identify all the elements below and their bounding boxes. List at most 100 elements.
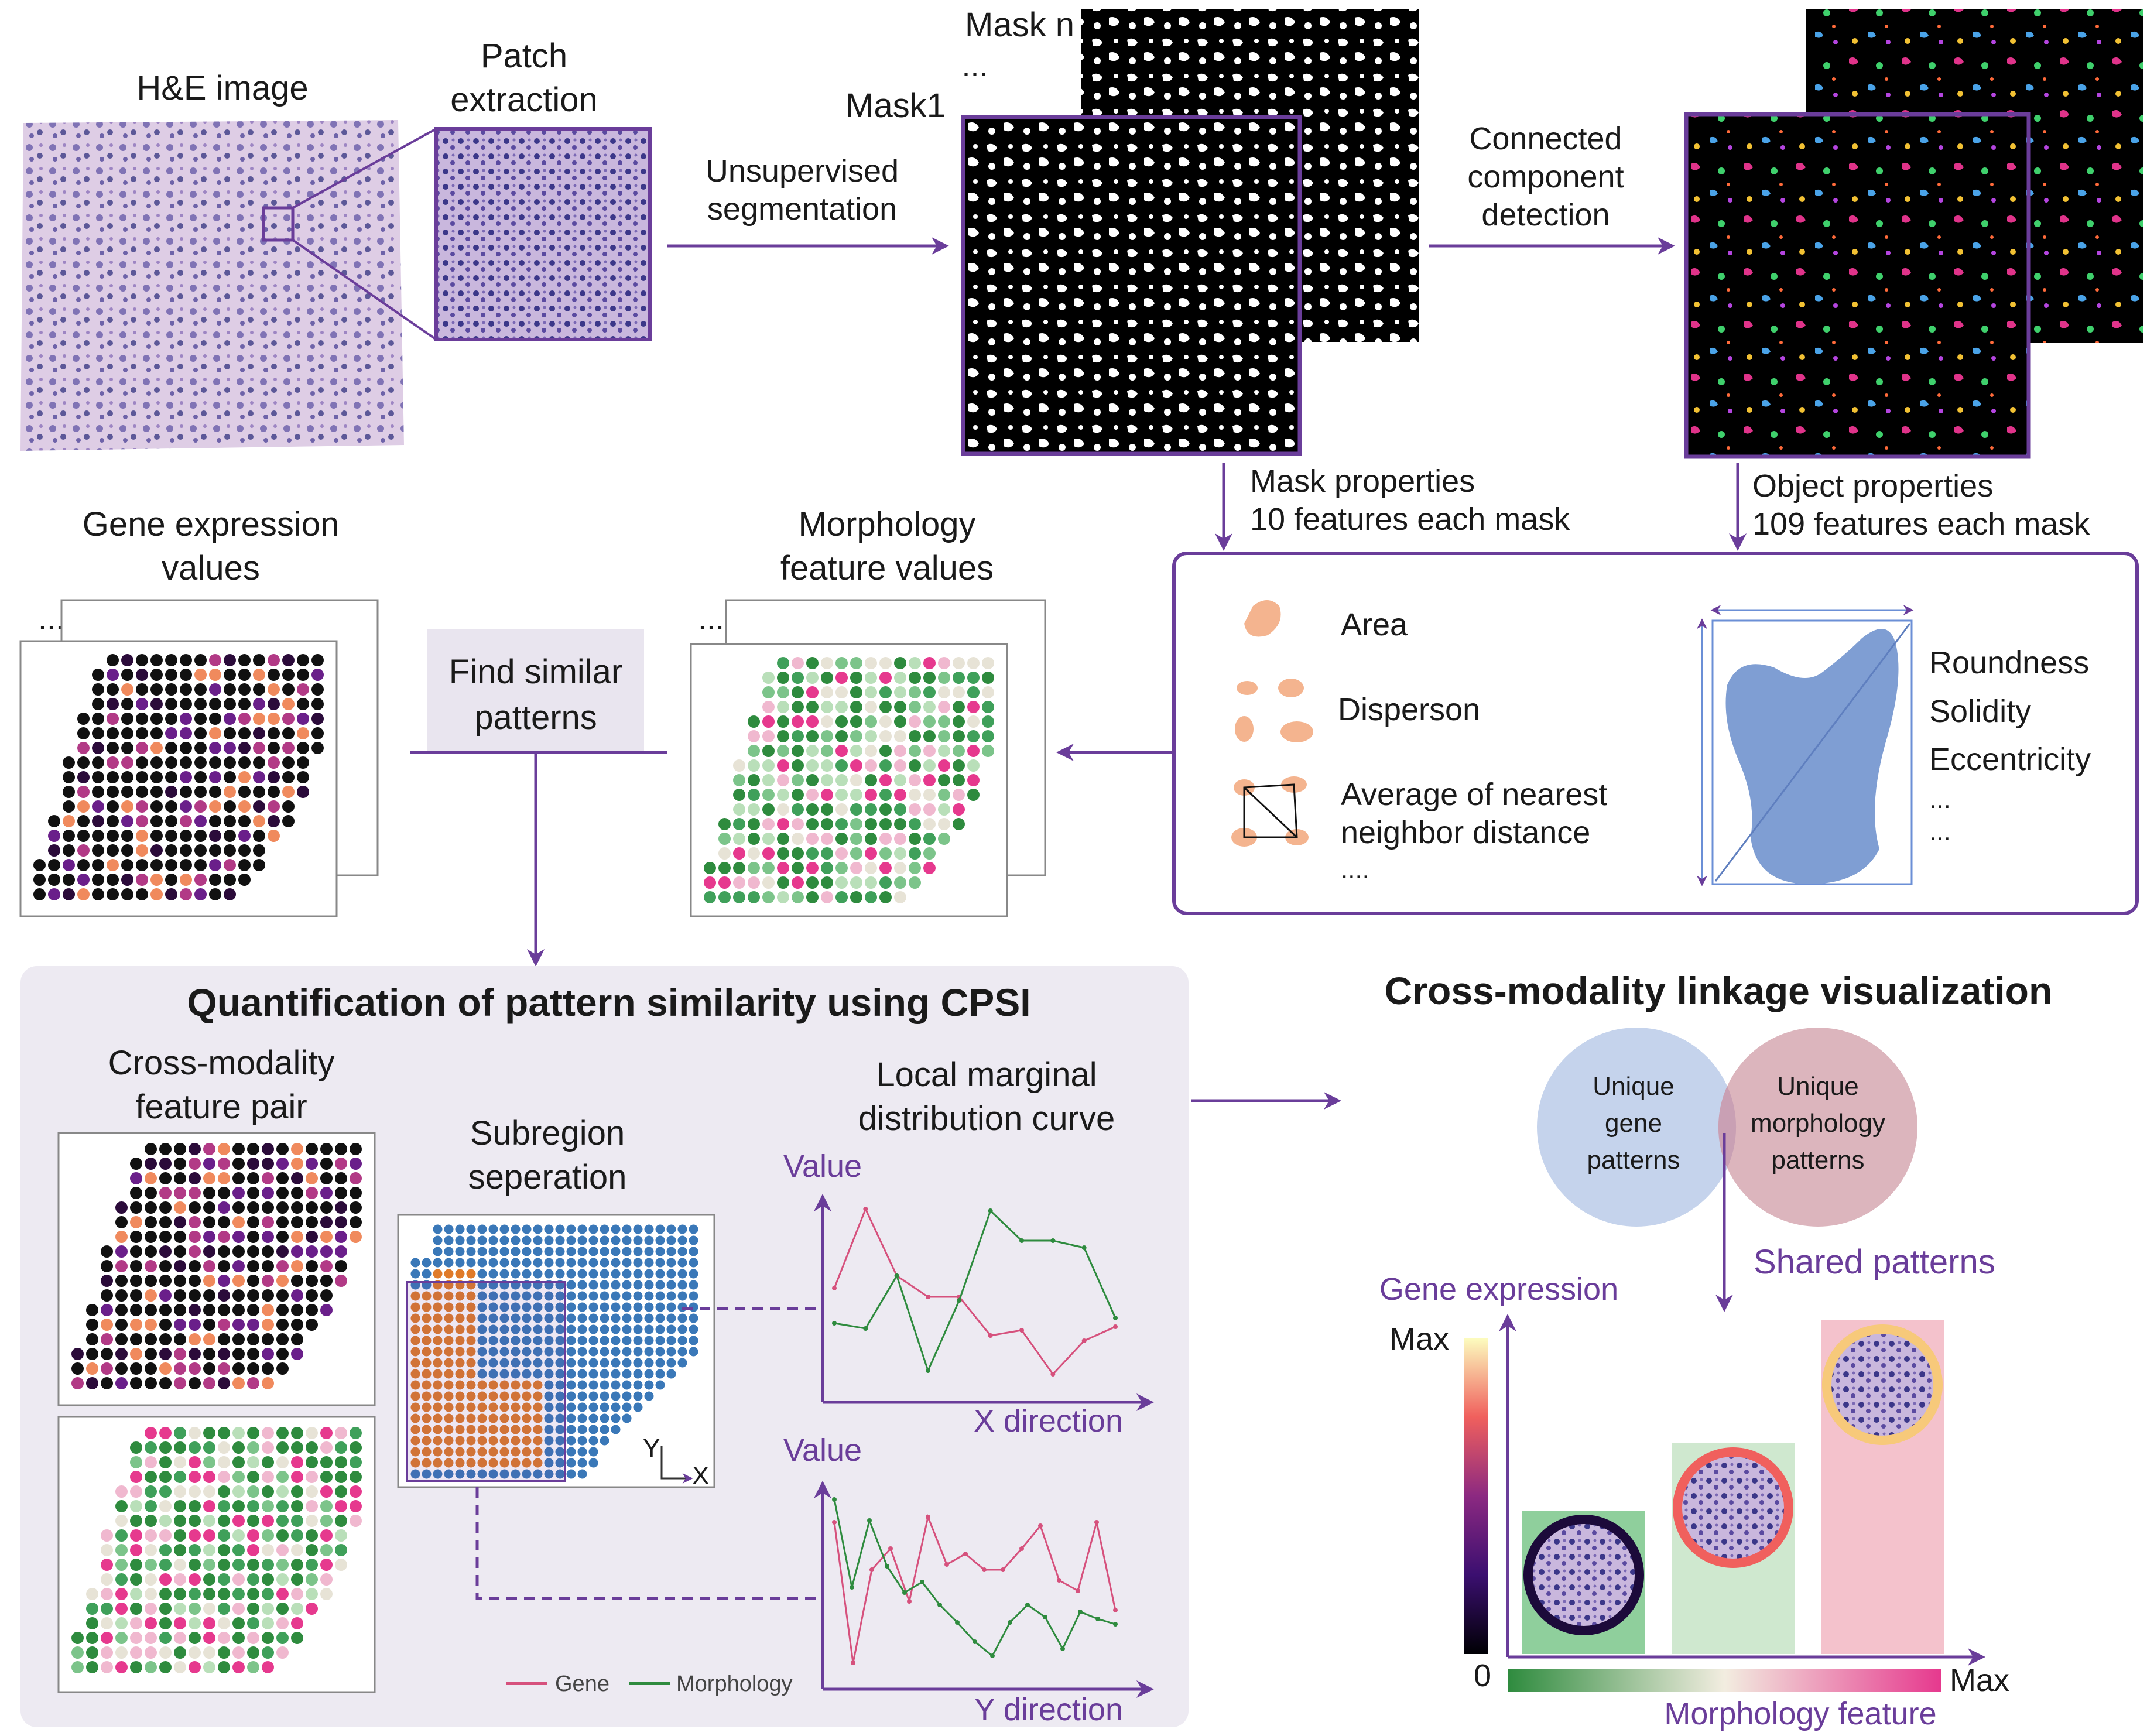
spot bbox=[48, 815, 60, 827]
spot bbox=[909, 672, 921, 684]
blue-spot bbox=[666, 1224, 676, 1234]
spot bbox=[136, 786, 148, 798]
data-point-gene bbox=[888, 1546, 893, 1551]
orange-spot bbox=[444, 1313, 454, 1323]
blue-spot bbox=[644, 1336, 654, 1345]
spot bbox=[291, 1260, 303, 1272]
orange-spot bbox=[522, 1380, 532, 1390]
blue-spot bbox=[600, 1224, 609, 1234]
blue-spot bbox=[555, 1413, 565, 1423]
spot bbox=[130, 1201, 142, 1214]
spot bbox=[718, 876, 731, 889]
spot bbox=[203, 1319, 215, 1331]
spot bbox=[320, 1231, 333, 1243]
data-point-morphology bbox=[1060, 1646, 1065, 1651]
spot bbox=[232, 1362, 245, 1375]
spot bbox=[165, 713, 177, 725]
spot bbox=[115, 1304, 128, 1316]
spot bbox=[238, 669, 251, 681]
orange-spot bbox=[433, 1402, 443, 1412]
blue-spot bbox=[433, 1258, 443, 1268]
orange-spot bbox=[433, 1269, 443, 1279]
blue-spot bbox=[689, 1269, 698, 1279]
spot bbox=[189, 1456, 201, 1468]
spot bbox=[194, 683, 207, 696]
blue-spot bbox=[577, 1336, 587, 1345]
orange-spot bbox=[499, 1391, 509, 1401]
spot bbox=[174, 1362, 186, 1375]
blue-spot bbox=[566, 1458, 576, 1468]
blue-spot bbox=[566, 1402, 576, 1412]
blue-spot bbox=[611, 1425, 621, 1434]
spot bbox=[130, 1441, 142, 1454]
spot bbox=[48, 874, 60, 886]
spot bbox=[777, 789, 789, 801]
spot bbox=[92, 727, 104, 739]
blue-spot bbox=[477, 1302, 487, 1312]
spot bbox=[71, 1362, 84, 1375]
blue-spot bbox=[566, 1235, 576, 1245]
spot bbox=[115, 1661, 128, 1673]
spot bbox=[350, 1515, 362, 1527]
spot bbox=[879, 701, 892, 713]
gene-zero-label: 0 bbox=[1474, 1658, 1491, 1693]
blue-spot bbox=[533, 1247, 543, 1256]
orange-spot bbox=[422, 1324, 432, 1334]
spot bbox=[335, 1529, 347, 1542]
spot bbox=[77, 800, 90, 813]
spot bbox=[136, 800, 148, 813]
spot bbox=[115, 1588, 128, 1600]
spot bbox=[63, 888, 75, 900]
data-point-gene bbox=[1113, 1324, 1118, 1329]
orange-spot bbox=[466, 1402, 476, 1412]
spot bbox=[218, 1289, 230, 1302]
orange-spot bbox=[511, 1402, 521, 1412]
unique-gene-2: gene bbox=[1605, 1109, 1662, 1138]
blue-spot bbox=[577, 1258, 587, 1268]
blue-spot bbox=[488, 1358, 498, 1368]
spot bbox=[121, 888, 133, 900]
spot bbox=[238, 698, 251, 710]
spot bbox=[909, 715, 921, 728]
spot bbox=[174, 1573, 186, 1586]
spot bbox=[189, 1245, 201, 1258]
spot bbox=[806, 715, 819, 728]
spot bbox=[203, 1377, 215, 1389]
spot bbox=[86, 1377, 98, 1389]
spot bbox=[71, 1632, 84, 1644]
spot bbox=[879, 862, 892, 874]
mask-props-2: 10 features each mask bbox=[1250, 502, 1570, 537]
spot bbox=[145, 1529, 157, 1542]
spot bbox=[189, 1377, 201, 1389]
orange-spot bbox=[455, 1447, 465, 1457]
spot bbox=[792, 862, 804, 874]
blue-spot bbox=[611, 1224, 621, 1234]
spot bbox=[291, 1304, 303, 1316]
data-point-morphology bbox=[1078, 1610, 1083, 1614]
spot bbox=[253, 756, 265, 769]
spot bbox=[320, 1172, 333, 1184]
spot bbox=[203, 1441, 215, 1454]
blue-spot bbox=[555, 1458, 565, 1468]
blue-spot bbox=[566, 1258, 576, 1268]
blue-spot bbox=[689, 1291, 698, 1301]
blue-spot bbox=[522, 1358, 532, 1368]
spot bbox=[136, 815, 148, 827]
data-point-gene bbox=[1019, 1328, 1024, 1333]
spot bbox=[189, 1348, 201, 1360]
spot bbox=[262, 1158, 274, 1170]
orange-spot bbox=[444, 1336, 454, 1345]
blue-spot bbox=[588, 1291, 598, 1301]
blue-spot bbox=[477, 1347, 487, 1357]
blue-spot bbox=[633, 1224, 643, 1234]
blue-spot bbox=[666, 1269, 676, 1279]
gene-stack-ellipsis: ... bbox=[38, 601, 64, 636]
orange-spot bbox=[455, 1402, 465, 1412]
spot bbox=[218, 1158, 230, 1170]
blue-spot bbox=[577, 1458, 587, 1468]
blue-spot bbox=[611, 1336, 621, 1345]
spot bbox=[180, 888, 192, 900]
orange-spot bbox=[466, 1447, 476, 1457]
orange-spot bbox=[511, 1391, 521, 1401]
spot bbox=[253, 654, 265, 666]
